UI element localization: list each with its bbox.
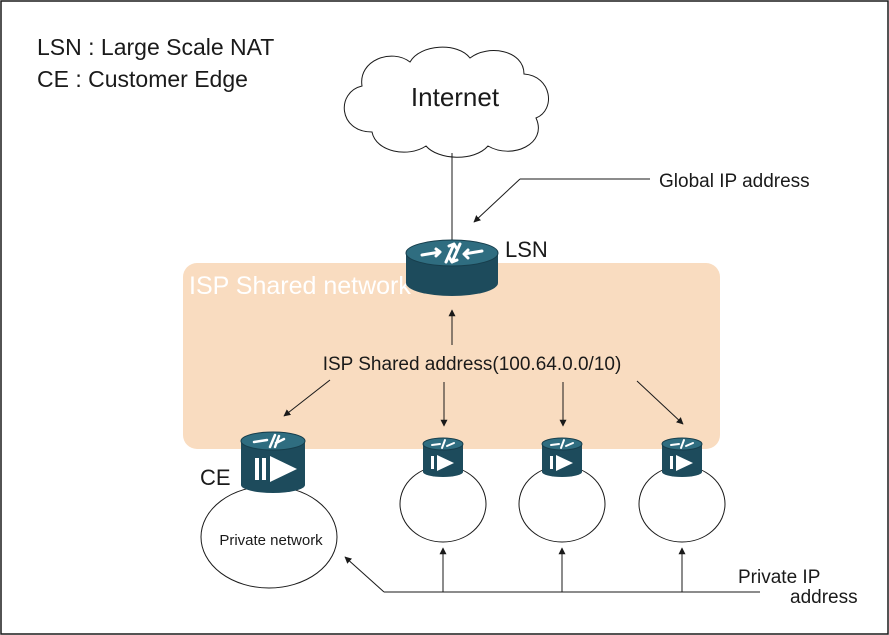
internet-cloud-icon xyxy=(343,46,549,158)
ce-label: CE xyxy=(200,465,231,490)
private-network-label: Private network xyxy=(219,532,323,549)
lsn-label: LSN xyxy=(505,237,548,262)
ce-router-icon-2 xyxy=(422,437,464,477)
legend-lsn: LSN : Large Scale NAT xyxy=(37,34,274,60)
private-network-2 xyxy=(399,465,487,543)
shared-to-ce4-arrow xyxy=(636,380,684,425)
private-network-3 xyxy=(518,465,606,543)
private-ip-arrow-1 xyxy=(344,556,385,593)
legend-ce: CE : Customer Edge xyxy=(37,66,248,92)
internet-label: Internet xyxy=(411,82,500,112)
private-ip-label-line1: Private IP xyxy=(738,567,820,588)
isp-shared-address-label: ISP Shared address(100.64.0.0/10) xyxy=(323,354,622,375)
isp-shared-network-label: ISP Shared network xyxy=(189,272,411,300)
ce-router-icon-3 xyxy=(541,437,583,477)
private-network-4 xyxy=(638,465,726,543)
lsn-router-icon xyxy=(405,239,499,296)
private-ip-label-line2: address xyxy=(790,587,858,608)
ce-router-icon-4 xyxy=(661,437,703,477)
global-ip-arrow xyxy=(473,178,521,223)
isp-shared-network-area xyxy=(183,263,720,449)
global-ip-label: Global IP address xyxy=(659,171,810,192)
ce-router-icon-1 xyxy=(240,431,306,493)
shared-to-ce1-arrow xyxy=(283,379,331,417)
